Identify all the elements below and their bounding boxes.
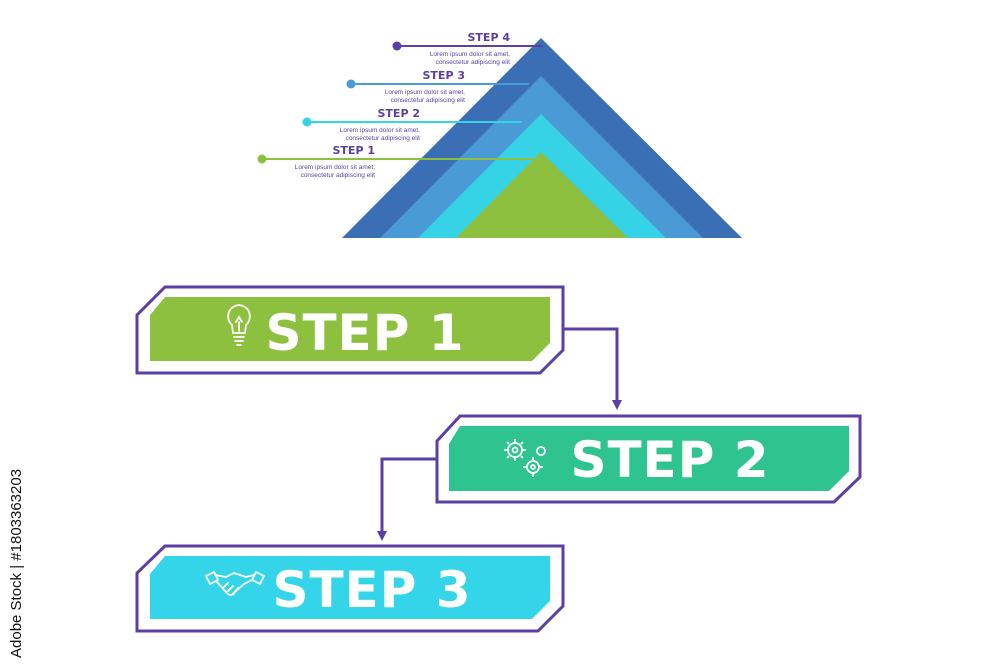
connector-step2-to-step3	[377, 457, 437, 541]
callout-dot	[302, 117, 312, 127]
flow-step-2: STEP 2	[435, 414, 862, 504]
connector-step1-to-step2	[563, 327, 622, 410]
callout-desc-line1: Lorem ipsum dolor sit amet,	[340, 127, 420, 134]
flow-step-3: STEP 3	[135, 544, 565, 633]
callout-desc-line1: Lorem ipsum dolor sit amet,	[430, 51, 510, 58]
pyramid-callout-step4: STEP 4 Lorem ipsum dolor sit amet, conse…	[392, 31, 543, 66]
gears-icon	[504, 439, 546, 477]
flow-connectors	[377, 327, 622, 541]
pyramid-layer-1	[456, 152, 628, 238]
stock-id-label: Adobe Stock | #1803363203	[8, 468, 25, 658]
callout-desc-line2: consectetur adipiscing elit	[436, 59, 511, 66]
flow-step-1: STEP 1	[135, 285, 565, 375]
callout-desc-line1: Lorem ipsum dolor sit amet,	[385, 89, 465, 96]
step-label: STEP 3	[272, 561, 471, 619]
callout-desc-line1: Lorem ipsum dolor sit amet,	[295, 164, 375, 171]
lightbulb-icon	[227, 304, 251, 346]
step-label: STEP 1	[265, 304, 464, 362]
step-fill	[449, 426, 849, 491]
callout-title: STEP 3	[423, 69, 466, 82]
callout-desc-line2: consectetur adipiscing elit	[346, 135, 421, 142]
callout-desc-line2: consectetur adipiscing elit	[301, 172, 376, 179]
step-label: STEP 2	[570, 431, 769, 489]
callout-title: STEP 1	[333, 144, 376, 157]
callout-dot	[392, 41, 402, 51]
pyramid-callout-step2: STEP 2 Lorem ipsum dolor sit amet, conse…	[302, 107, 522, 142]
callout-desc-line2: consectetur adipiscing elit	[391, 97, 466, 104]
callout-dot	[346, 79, 356, 89]
step-fill	[150, 556, 550, 619]
callout-title: STEP 2	[378, 107, 421, 120]
handshake-icon	[205, 571, 265, 596]
pyramid-callout-step1: STEP 1 Lorem ipsum dolor sit amet, conse…	[257, 144, 533, 179]
pyramid-callout-step3: STEP 3 Lorem ipsum dolor sit amet, conse…	[346, 69, 529, 104]
callout-title: STEP 4	[468, 31, 511, 44]
layered-pyramid	[342, 38, 742, 238]
callout-dot	[257, 154, 267, 164]
